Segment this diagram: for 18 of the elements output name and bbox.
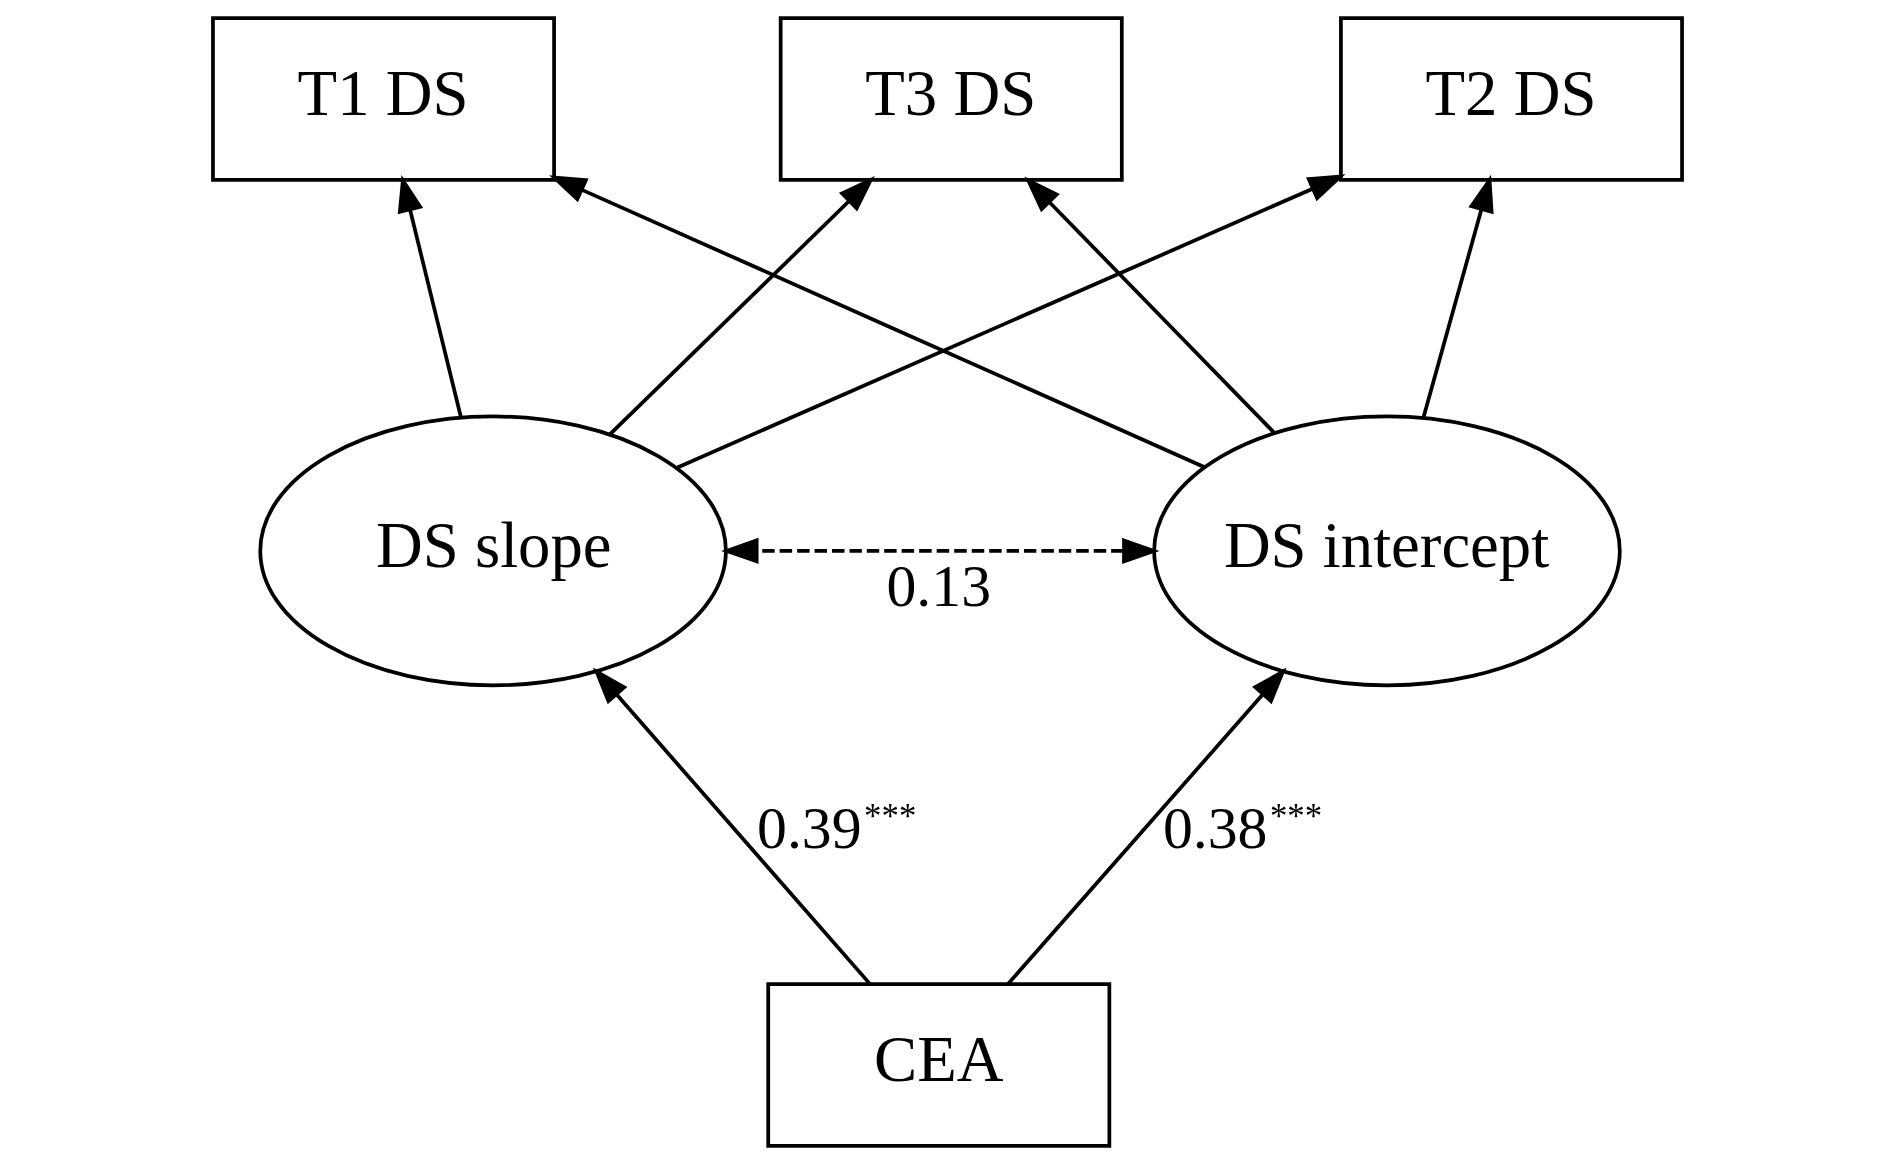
arrow <box>676 174 1345 470</box>
arrow <box>1005 667 1287 986</box>
node-box: CEA <box>765 982 1111 1148</box>
arrow <box>397 174 463 418</box>
edge-label: 0.39$^{***}$ <box>756 794 916 861</box>
edge-label: 0.38$^{***}$ <box>1162 794 1322 861</box>
arrow <box>1023 176 1275 434</box>
node-box: T2 DS <box>1338 16 1684 182</box>
node-ellipse: DS slope <box>257 414 728 688</box>
node-box: T3 DS <box>778 16 1124 182</box>
node-box: T1 DS <box>210 16 556 182</box>
arrow <box>720 537 1159 564</box>
arrow <box>1421 174 1494 419</box>
arrow <box>608 176 875 436</box>
arrow <box>592 667 871 986</box>
node-ellipse: DS intercept <box>1151 414 1622 688</box>
edge-label: 0.13 <box>886 553 991 620</box>
arrow <box>548 175 1205 469</box>
